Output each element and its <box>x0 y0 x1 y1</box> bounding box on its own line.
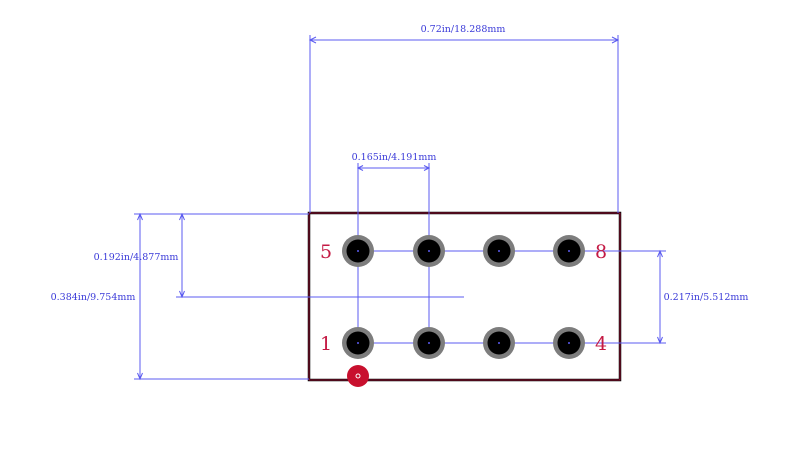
pin-pitch-label: 0.165in/4.191mm <box>352 152 437 163</box>
row-spacing-label: 0.217in/5.512mm <box>664 292 749 303</box>
pad <box>483 235 515 267</box>
pad <box>342 327 374 359</box>
overall-height-dimension: 0.384in/9.754mm <box>51 212 309 381</box>
pad-row-top <box>342 235 585 267</box>
pad <box>342 235 374 267</box>
pad <box>553 327 585 359</box>
half-height-label: 0.192in/4.877mm <box>94 252 179 263</box>
overall-height-label: 0.384in/9.754mm <box>51 292 136 303</box>
pin-label-1: 1 <box>320 333 332 355</box>
overall-width-dimension: 0.72in/18.288mm <box>308 24 620 213</box>
half-height-dimension: 0.192in/4.877mm <box>94 212 464 299</box>
pad-row-bottom <box>342 327 585 359</box>
pin-label-8: 8 <box>595 241 607 263</box>
pad <box>553 235 585 267</box>
pad <box>483 327 515 359</box>
pad <box>413 235 445 267</box>
overall-width-label: 0.72in/18.288mm <box>421 24 506 35</box>
pad <box>413 327 445 359</box>
pin-label-5: 5 <box>320 241 332 263</box>
pin1-marker-icon <box>347 365 369 387</box>
pin-label-4: 4 <box>595 333 607 355</box>
